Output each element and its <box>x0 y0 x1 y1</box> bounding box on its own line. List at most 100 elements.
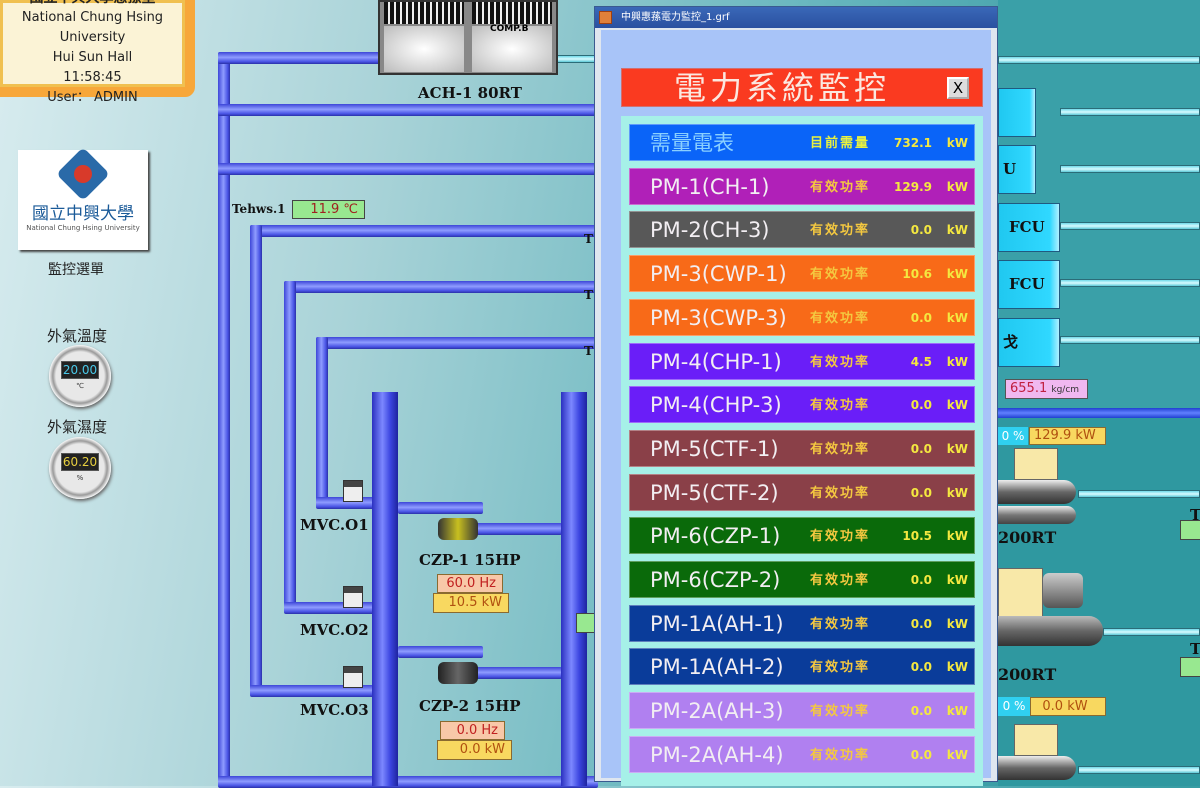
meter-key: 有效功率 <box>810 747 871 763</box>
meter-value: 0.0 <box>910 310 932 325</box>
pump-1-kw: 10.5 kW <box>433 593 509 613</box>
meter-unit: kW <box>946 616 968 631</box>
close-button[interactable]: X <box>947 77 969 99</box>
meter-value: 10.6 <box>902 267 932 282</box>
meter-key: 有效功率 <box>810 485 871 501</box>
meter-key: 有效功率 <box>810 704 871 720</box>
window-title: 中興惠蓀電力監控_1.grf <box>621 12 730 23</box>
fcu-unit[interactable]: FCU <box>998 260 1060 309</box>
fcu-unit[interactable] <box>998 88 1036 137</box>
university-name: National Chung Hsing University <box>21 10 164 45</box>
meter-unit: kW <box>946 704 968 719</box>
pump-1-hz: 60.0 Hz <box>437 574 503 593</box>
valve-icon[interactable] <box>343 666 363 688</box>
chiller-1-kw: 129.9 kW <box>1029 427 1106 445</box>
meter-name: PM-5(CTF-1) <box>650 436 779 461</box>
meter-name: 需量電表 <box>650 131 734 155</box>
valve-label-3: MVC.O3 <box>300 701 369 719</box>
meter-row[interactable]: PM-2(CH-3) 有效功率 0.0 kW <box>629 211 975 249</box>
t-label: T <box>584 344 593 358</box>
pump-2-kw: 0.0 kW <box>437 740 512 760</box>
meter-unit: kW <box>946 529 968 544</box>
temp-box <box>1180 657 1200 677</box>
meter-value: 0.0 <box>910 704 932 719</box>
pump-2-hz: 0.0 Hz <box>440 721 505 740</box>
university-logo[interactable]: 國立中興大學 National Chung Hsing University <box>18 147 148 250</box>
pressure-box: 655.1 kg/cm <box>1005 379 1088 399</box>
outdoor-temp-gauge: 20.00℃ <box>49 345 111 407</box>
pump-1-label: CZP-1 15HP <box>419 551 521 569</box>
chiller-3-kw: 0.0 kW <box>1030 697 1106 716</box>
fcu-unit[interactable]: U <box>998 145 1036 194</box>
meter-name: PM-5(CTF-2) <box>650 480 779 505</box>
meter-value: 0.0 <box>910 223 932 238</box>
meter-unit: kW <box>946 267 968 282</box>
meter-key: 有效功率 <box>810 354 871 370</box>
app-icon <box>599 11 612 24</box>
valve-icon[interactable] <box>343 586 363 608</box>
fcu-unit[interactable]: 戈 <box>998 318 1060 367</box>
meter-value: 0.0 <box>910 485 932 500</box>
chiller-unit-icon[interactable] <box>998 568 1103 668</box>
header-title: 電力系統監控 <box>673 69 890 107</box>
tehws-value: 11.9 ℃ <box>292 200 365 219</box>
meter-name: PM-2(CH-3) <box>650 218 770 243</box>
monitor-menu-label[interactable]: 監控選單 <box>48 262 104 278</box>
t-label: T <box>1190 506 1200 524</box>
chiller-unit-icon[interactable] <box>998 724 1078 786</box>
chiller-label: ACH-1 80RT <box>418 84 522 102</box>
pump-icon[interactable] <box>438 662 478 684</box>
logo-emblem-icon <box>56 147 110 201</box>
pump-icon[interactable] <box>438 518 478 540</box>
chiller-1-label: 200RT <box>998 528 1057 547</box>
valve-label-1: MVC.O1 <box>300 516 369 534</box>
pump-2-label: CZP-2 15HP <box>419 697 521 715</box>
meter-key: 有效功率 <box>810 223 871 239</box>
meter-name: PM-4(CHP-3) <box>650 393 782 418</box>
meter-key: 有效功率 <box>810 179 871 195</box>
valve-icon[interactable] <box>343 480 363 502</box>
meter-unit: kW <box>946 223 968 238</box>
info-title: 國立中興大學惠蓀堂 <box>0 0 185 8</box>
outdoor-humidity-gauge: 60.20% <box>49 437 111 499</box>
outdoor-humidity-label: 外氣濕度 <box>47 418 108 436</box>
meter-value: 0.0 <box>910 573 932 587</box>
meter-key: 有效功率 <box>810 529 871 545</box>
meter-name: PM-1A(AH-1) <box>650 611 784 636</box>
chiller-unit-icon[interactable] <box>998 448 1078 528</box>
meter-unit: kW <box>946 660 968 675</box>
valve-label-2: MVC.O2 <box>300 621 369 639</box>
clock: 11:58:45 <box>63 70 122 85</box>
meter-name: PM-1(CH-1) <box>650 174 770 199</box>
meter-unit: kW <box>946 354 968 369</box>
window-title-bar[interactable]: 中興惠蓀電力監控_1.grf <box>595 7 997 28</box>
t-label: T <box>584 232 593 246</box>
meter-value: 10.5 <box>902 529 932 544</box>
meter-key: 有效功率 <box>810 398 871 414</box>
comp-label: COMP.B <box>490 24 529 34</box>
meter-value: 4.5 <box>910 354 932 369</box>
meter-name: PM-1A(AH-2) <box>650 655 784 680</box>
fcu-unit[interactable]: FCU <box>998 203 1060 252</box>
info-panel: 國立中興大學惠蓀堂 National Chung Hsing Universit… <box>0 0 195 105</box>
power-monitor-header: 電力系統監控 X <box>621 68 983 107</box>
meter-value: 0.0 <box>910 398 932 413</box>
meter-key: 有效功率 <box>810 267 871 283</box>
chiller-ach-1[interactable]: COMP.B <box>378 0 558 75</box>
